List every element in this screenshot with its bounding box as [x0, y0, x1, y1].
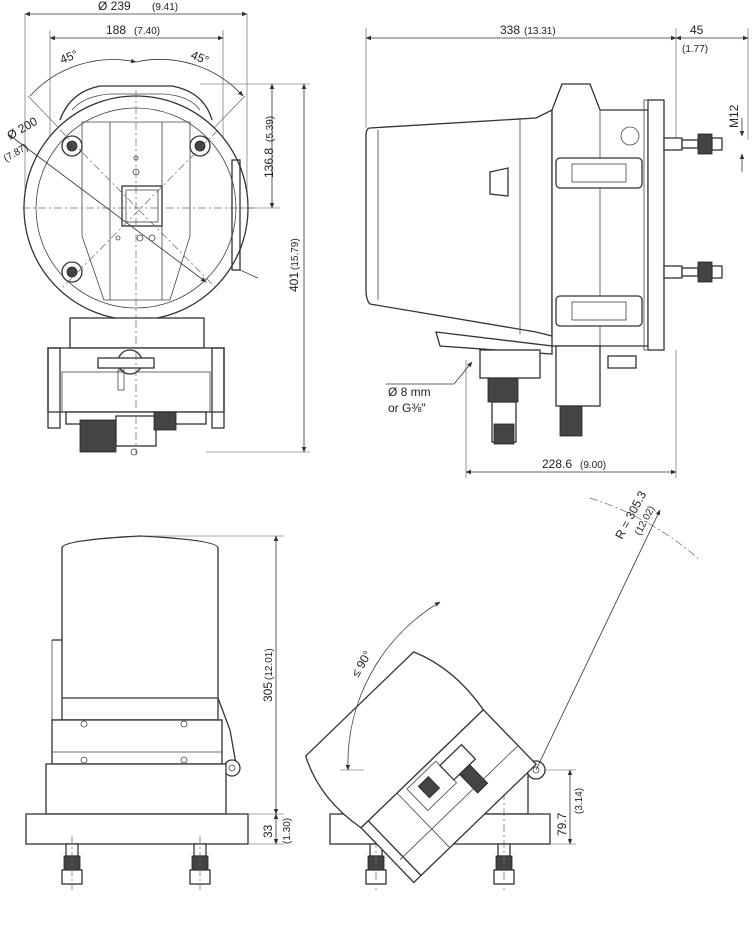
dim-front-diameter-in: (9.41) [152, 2, 178, 13]
dim-hood-height: 305 [261, 682, 275, 702]
dim-stud-length: 45 [690, 23, 704, 37]
dim-side-depth-in: (13.31) [524, 26, 556, 37]
dim-tilt-angle: ≤ 90° [348, 648, 374, 679]
dim-center-height: 136.8 [262, 148, 276, 178]
dim-hinge-height-in: (3.14) [574, 788, 585, 814]
dim-bolt-circle-in: (7.87) [2, 142, 30, 165]
dim-bottom-depth-in: (9.00) [580, 460, 606, 471]
latch-icon [489, 157, 643, 197]
bolt-icon [61, 261, 83, 283]
closed-view: 305 (12.01) 33 (1.30) [25, 535, 293, 890]
dim-hose-2: or G⅜″ [388, 401, 426, 415]
bolt-icon [61, 135, 83, 157]
side-view: 338 (13.31) 45 (1.77) M12 Ø 8 mm or G⅜″ … [365, 23, 749, 478]
stud-icon [663, 261, 723, 283]
dim-thread: M12 [727, 104, 741, 128]
dim-base-height: 33 [261, 824, 275, 838]
latch-icon [555, 295, 643, 327]
dim-total-height-in: (15.79) [290, 238, 301, 270]
dim-bottom-depth: 228.6 [542, 457, 572, 471]
stud-icon [663, 133, 723, 155]
dim-bolt-circle: Ø 200 [5, 114, 41, 143]
dim-total-height: 401 [287, 272, 301, 292]
dim-hose-1: Ø 8 mm [388, 385, 431, 399]
dim-base-height-in: (1.30) [282, 818, 293, 844]
dim-hinge-height: 79.7 [555, 812, 569, 836]
dim-side-depth: 338 [500, 23, 520, 37]
dim-angle-left: 45° [58, 47, 80, 67]
open-view: ≤ 90° R = 305.3 (12.02) 79.7 (3.14) [304, 488, 701, 890]
dim-center-height-in: (5.39) [265, 116, 276, 142]
front-view: Ø 239 (9.41) 188 (7.40) 45° 45° Ø 200 (7… [2, 0, 310, 456]
dim-front-width: 188 [106, 23, 126, 37]
bolt-icon [189, 135, 211, 157]
dim-front-diameter: Ø 239 [98, 0, 131, 13]
dim-stud-length-in: (1.77) [682, 44, 708, 55]
dim-front-width-in: (7.40) [134, 26, 160, 37]
dim-hood-height-in: (12.01) [264, 648, 275, 680]
dim-angle-right: 45° [189, 48, 211, 68]
